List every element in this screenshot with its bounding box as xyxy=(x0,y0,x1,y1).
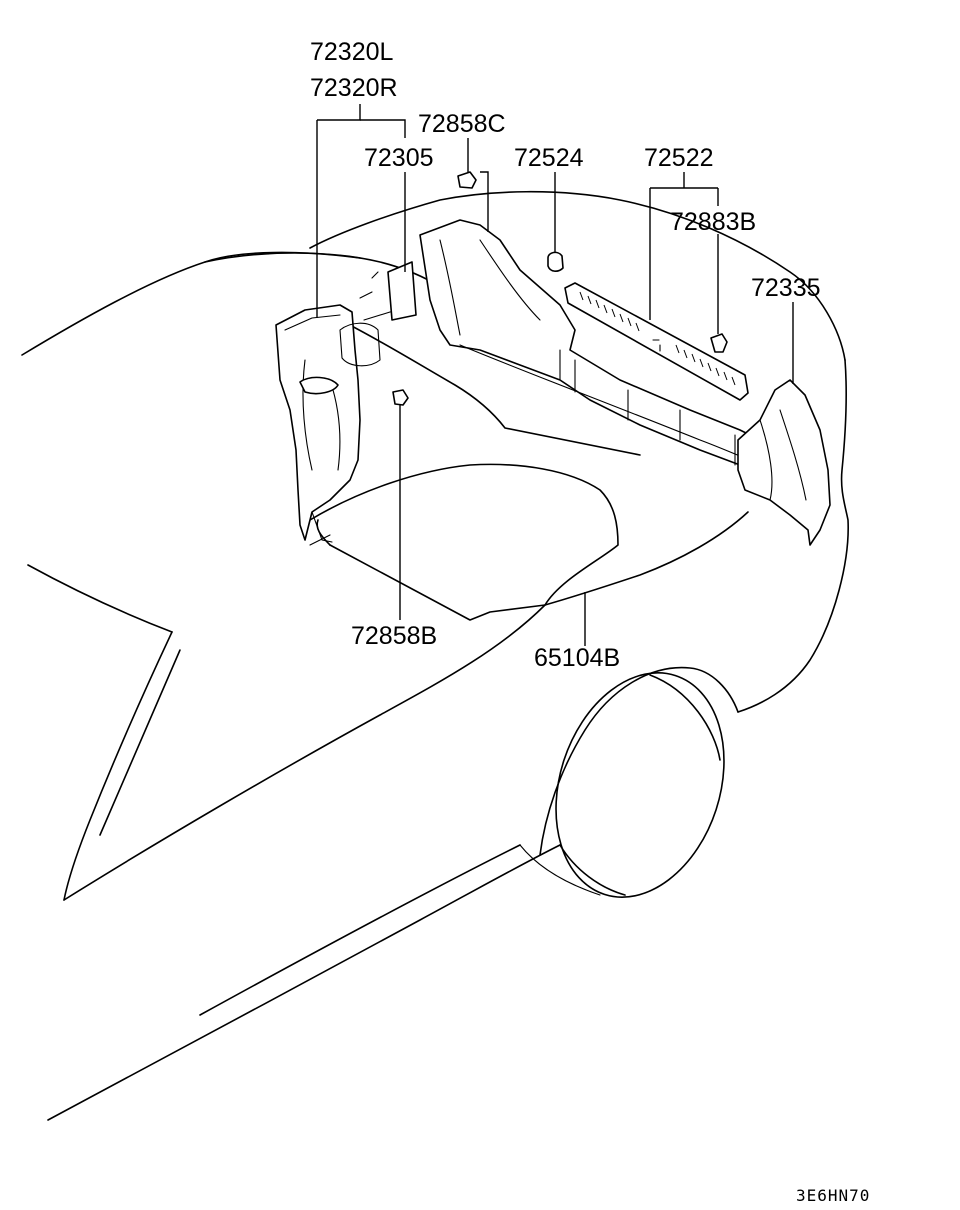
trim-strip-hatching xyxy=(579,291,736,386)
part-labels: 72320L 72320R 72858C 72305 72524 72522 7… xyxy=(310,38,870,1205)
label-72335: 72335 xyxy=(751,274,821,302)
label-72320L: 72320L xyxy=(310,38,394,66)
clip-72524-shape xyxy=(547,251,564,272)
car-body-outline xyxy=(21,190,849,1121)
clip-72858B-shape xyxy=(392,389,409,406)
label-65104B: 65104B xyxy=(534,644,620,672)
label-72524: 72524 xyxy=(514,144,584,172)
label-72320R: 72320R xyxy=(310,74,398,102)
label-72858B: 72858B xyxy=(351,622,437,650)
label-72858C: 72858C xyxy=(418,110,506,138)
trunk-trim-parts xyxy=(275,171,831,546)
label-72883B: 72883B xyxy=(670,208,756,236)
clip-72858C-shape xyxy=(457,171,477,189)
drawing-code: 3E6HN70 xyxy=(796,1186,870,1205)
leader-lines xyxy=(316,104,794,646)
label-72522: 72522 xyxy=(644,144,714,172)
label-72305: 72305 xyxy=(364,144,434,172)
clip-72883B-shape xyxy=(710,333,728,353)
